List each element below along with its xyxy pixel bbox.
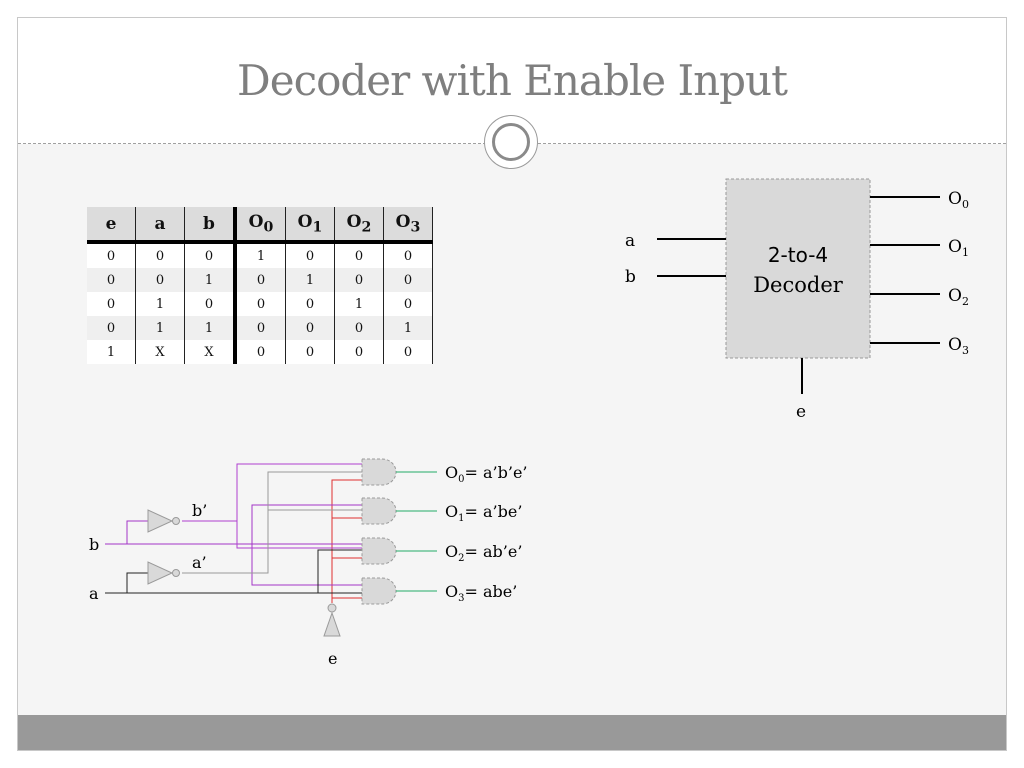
truth-table-cell: 0 xyxy=(87,242,136,268)
truth-table-cell: 1 xyxy=(184,268,235,292)
truth-table-cell: 0 xyxy=(334,316,384,340)
truth-table-row: 0 0 0 1 0 0 0 xyxy=(87,242,433,268)
truth-table-cell: 0 xyxy=(184,292,235,316)
b-not-label: b’ xyxy=(192,501,207,520)
b-not-wire xyxy=(182,463,362,549)
decoder-box xyxy=(725,178,871,359)
a-not-wire xyxy=(182,471,362,574)
decoder-output-label: O0 xyxy=(948,189,969,211)
truth-table-cell: 0 xyxy=(334,340,384,364)
b-wire xyxy=(105,504,362,586)
truth-table-cell: 0 xyxy=(334,268,384,292)
decoder-label-line1: 2-to-4 xyxy=(768,243,828,267)
truth-table-header: a xyxy=(135,207,185,244)
truth-table-cell: 0 xyxy=(233,292,286,316)
decoder-label-line2: Decoder xyxy=(753,273,844,297)
truth-table-header: b xyxy=(184,207,235,244)
truth-table-cell: 0 xyxy=(285,340,335,364)
truth-table-cell: 0 xyxy=(184,242,235,268)
circuit-input-b-label: b xyxy=(89,535,99,554)
truth-table-cell: 1 xyxy=(184,316,235,340)
decoder-output-label: O2 xyxy=(948,286,969,308)
truth-table-cell: 0 xyxy=(233,316,286,340)
truth-table-cell: 0 xyxy=(285,316,335,340)
block-diagram: 2-to-4 Decoder a b O0 O1 O2 O3 e xyxy=(625,178,969,422)
truth-table-cell: 0 xyxy=(87,316,136,340)
enable-wire xyxy=(331,479,362,603)
circuit-output-label: O3= abe’ xyxy=(445,582,517,604)
truth-table-cell: 1 xyxy=(334,292,384,316)
a-wire xyxy=(105,549,362,594)
truth-table-cell: 0 xyxy=(334,242,384,268)
truth-table: e a b O0 O1 O2 O3 0 0 0 1 0 0 0 0 0 xyxy=(87,207,433,364)
truth-table-cell: 0 xyxy=(87,292,136,316)
slide-title: Decoder with Enable Input xyxy=(237,56,788,105)
title-circle-ornament xyxy=(484,115,538,169)
and-gate xyxy=(361,537,397,565)
and-gate xyxy=(361,577,397,605)
truth-table-cell: 1 xyxy=(233,242,286,268)
truth-table-cell: 1 xyxy=(135,292,185,316)
circuit-output-label: O2= ab’e’ xyxy=(445,542,522,564)
not-gate xyxy=(147,561,180,585)
truth-table-cell: X xyxy=(135,340,185,364)
truth-table-cell: 0 xyxy=(135,242,185,268)
circuit-output-label: O1= a’be’ xyxy=(445,502,522,524)
slide: Decoder with Enable Input e a b O0 O1 O2… xyxy=(17,17,1007,751)
truth-table-cell: 1 xyxy=(135,316,185,340)
truth-table-cell: 0 xyxy=(135,268,185,292)
truth-table-cell: 1 xyxy=(285,268,335,292)
truth-table-header: O1 xyxy=(285,207,335,244)
output-wires xyxy=(396,471,437,592)
circuit-enable-label: e xyxy=(328,649,337,668)
a-not-label: a’ xyxy=(192,553,207,572)
and-gate xyxy=(361,497,397,525)
and-gate xyxy=(361,458,397,486)
truth-table-cell: 0 xyxy=(383,242,433,268)
circuit-output-label: O0= a’b’e’ xyxy=(445,463,528,485)
truth-table-cell: 0 xyxy=(383,268,433,292)
truth-table-header: e xyxy=(87,207,136,244)
truth-table-header: O0 xyxy=(233,207,286,244)
truth-table-cell: 0 xyxy=(233,340,286,364)
circuit-input-a-label: a xyxy=(89,584,99,603)
truth-table-cell: 1 xyxy=(87,340,136,364)
truth-table-row: 0 1 1 0 0 0 1 xyxy=(87,316,433,340)
truth-table-row: 1 X X 0 0 0 0 xyxy=(87,340,433,364)
truth-table-header: O3 xyxy=(383,207,433,244)
title-circle-inner xyxy=(492,123,530,161)
decoder-output-label: O3 xyxy=(948,335,969,357)
footer-bar xyxy=(18,715,1006,750)
decoder-enable-label: e xyxy=(796,402,806,422)
truth-table-cell: 0 xyxy=(383,340,433,364)
not-gate xyxy=(147,509,180,533)
truth-table-header: O2 xyxy=(334,207,384,244)
not-gate xyxy=(323,603,341,637)
truth-table-cell: 0 xyxy=(383,292,433,316)
truth-table-row: 0 0 1 0 1 0 0 xyxy=(87,268,433,292)
decoder-input-b-label: b xyxy=(625,267,636,287)
truth-table-row: 0 1 0 0 0 1 0 xyxy=(87,292,433,316)
truth-table-cell: 1 xyxy=(383,316,433,340)
decoder-output-label: O1 xyxy=(948,237,969,259)
truth-table-cell: 0 xyxy=(233,268,286,292)
truth-table-cell: 0 xyxy=(285,242,335,268)
truth-table-cell: X xyxy=(184,340,235,364)
truth-table-header-row: e a b O0 O1 O2 O3 xyxy=(87,207,433,244)
circuit-diagram: O0= a’b’e’ O1= a’be’ O2= ab’e’ O3= abe’ … xyxy=(89,458,528,668)
truth-table-cell: 0 xyxy=(87,268,136,292)
truth-table-cell: 0 xyxy=(285,292,335,316)
decoder-input-a-label: a xyxy=(625,231,635,251)
